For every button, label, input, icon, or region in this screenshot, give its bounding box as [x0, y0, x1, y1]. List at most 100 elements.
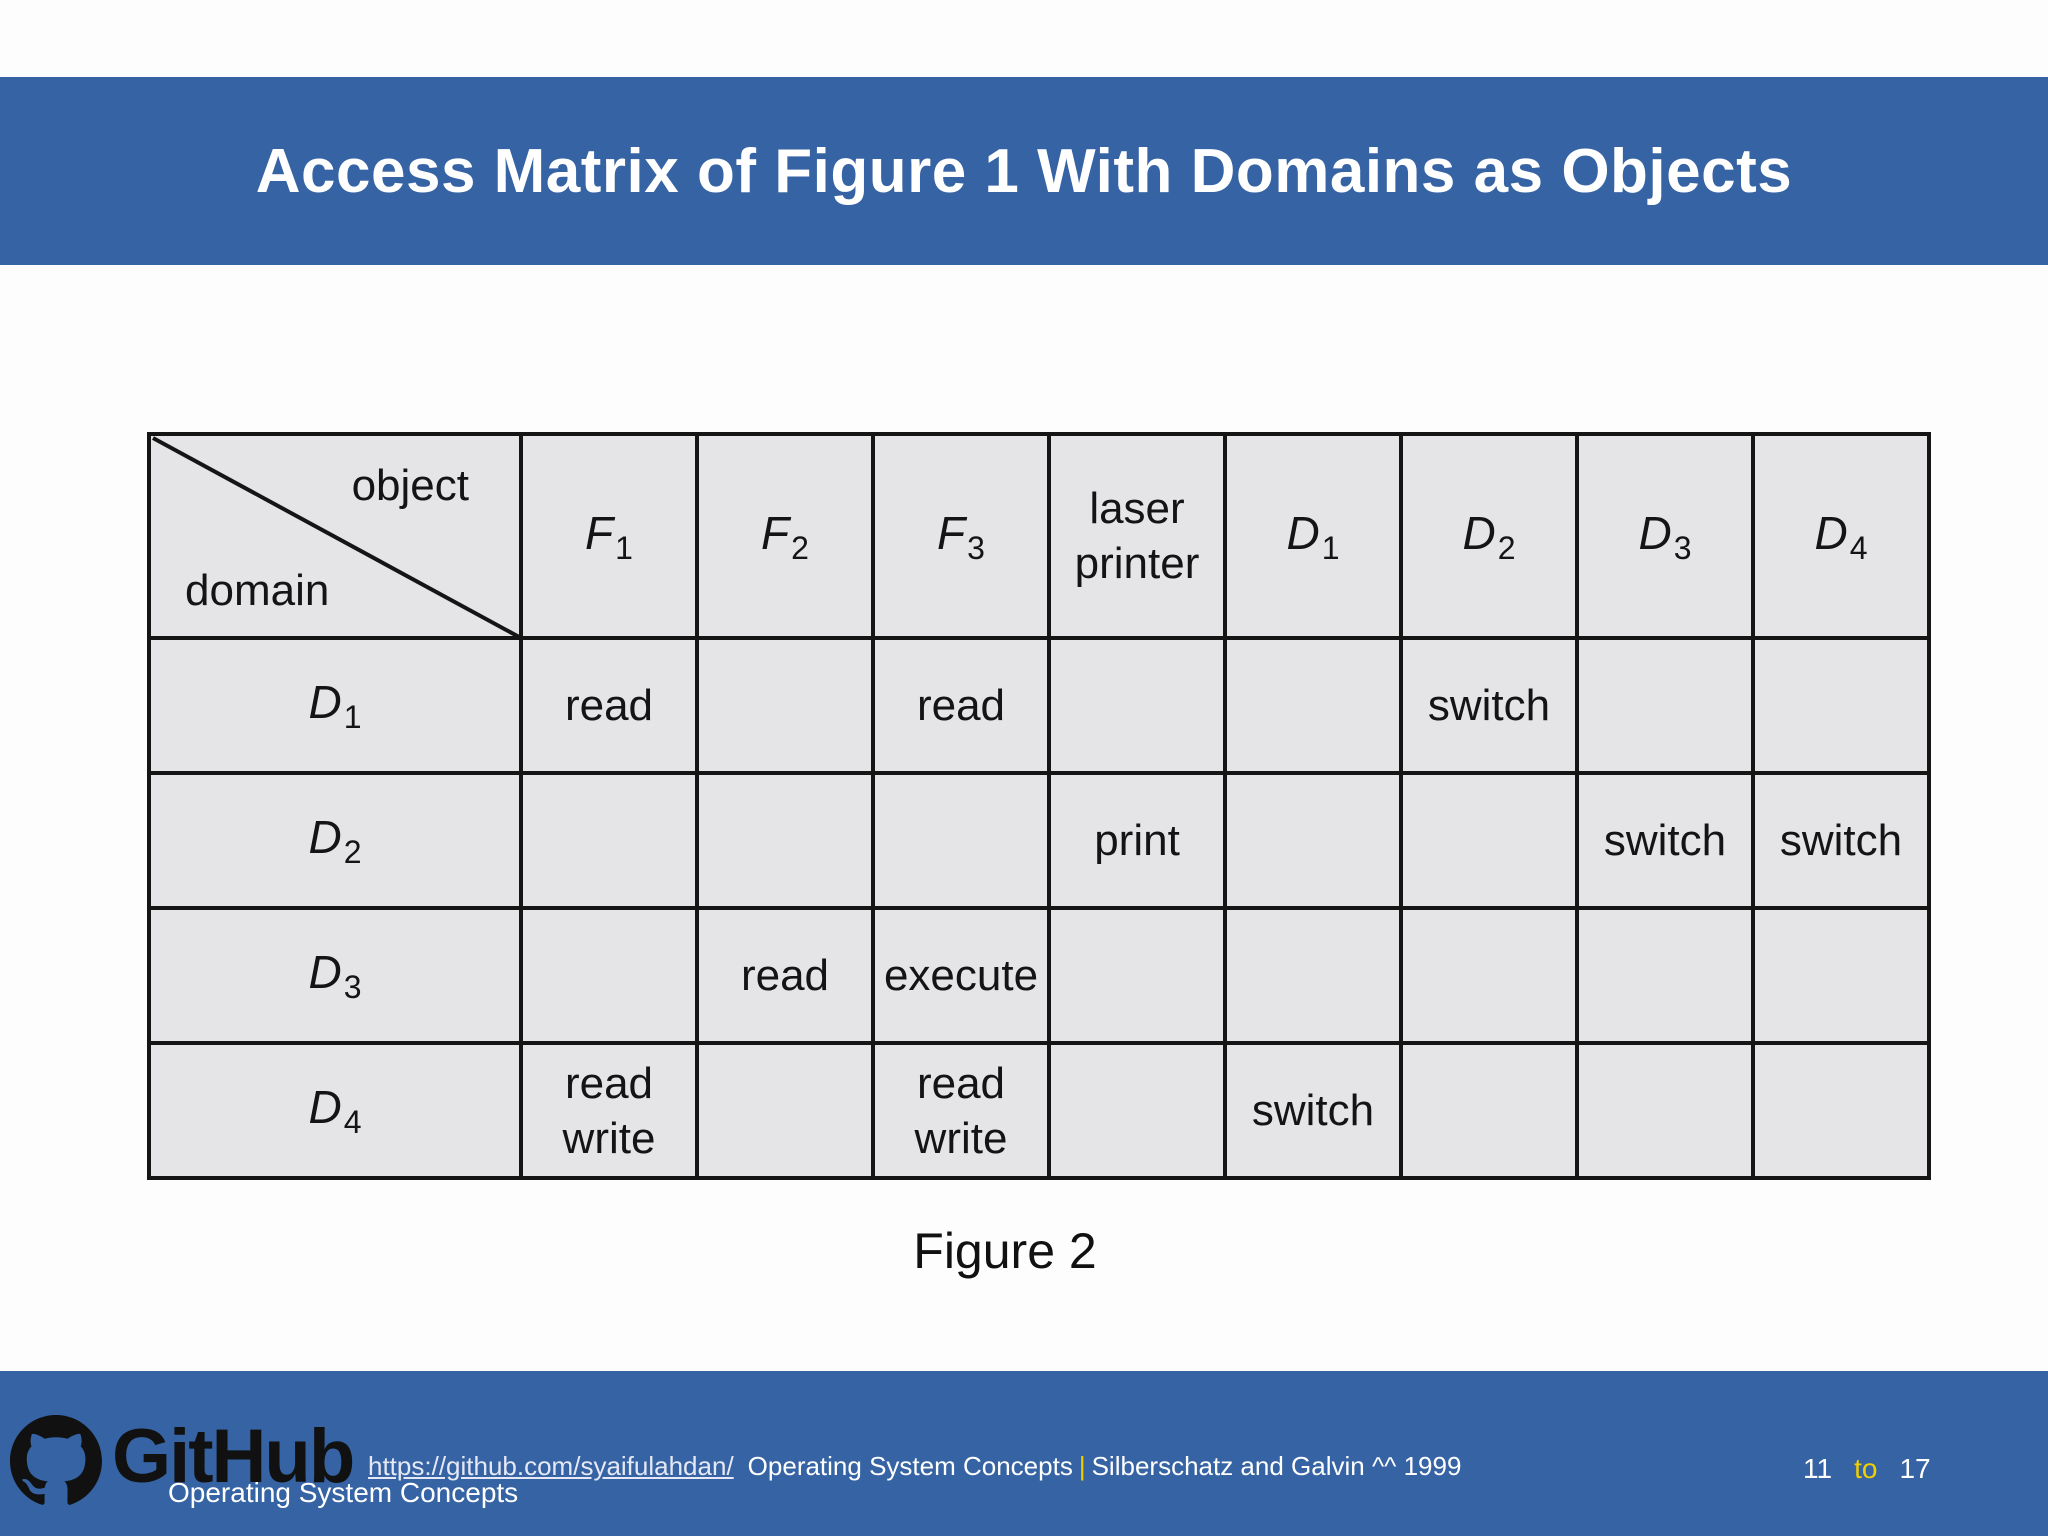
github-link[interactable]: https://github.com/syaifulahdan/ [368, 1451, 734, 1481]
matrix-cell [1575, 636, 1755, 775]
matrix-cell [1575, 906, 1755, 1045]
column-label-line: printer [1074, 539, 1200, 588]
row-symbol: D3 [308, 946, 361, 1005]
matrix-cell [1399, 1041, 1579, 1180]
slide-counter: 11 to 17 [1803, 1453, 1931, 1485]
access-right: switch [1251, 1086, 1375, 1135]
column-symbol-subscript: 4 [1849, 529, 1868, 566]
column-symbol-subscript: 2 [1497, 529, 1516, 566]
row-symbol-subscript: 3 [343, 969, 362, 1005]
access-right: switch [1427, 681, 1551, 730]
matrix-cell [1047, 636, 1227, 775]
matrix-cell: read [871, 636, 1051, 775]
footer-subtitle: Operating System Concepts [168, 1477, 519, 1508]
matrix-cell [519, 771, 699, 910]
row-symbol-subscript: 1 [343, 699, 362, 735]
column-header: F3 [871, 432, 1051, 640]
matrix-cell [695, 1041, 875, 1180]
column-header: F1 [519, 432, 699, 640]
row-header: D2 [147, 771, 523, 910]
access-right: write [914, 1113, 1008, 1163]
row-symbol: D4 [308, 1081, 361, 1140]
row-header: D1 [147, 636, 523, 775]
page-to: to [1854, 1453, 1878, 1484]
column-symbol-subscript: 3 [1673, 529, 1692, 566]
page-title: Access Matrix of Figure 1 With Domains a… [255, 136, 1793, 206]
matrix-row: D1 read read switch [147, 636, 1931, 775]
row-symbol: D1 [308, 676, 361, 735]
row-symbol-subscript: 2 [343, 834, 362, 870]
page-total: 17 [1899, 1453, 1931, 1484]
column-symbol: F3 [937, 506, 985, 566]
footer-credits: https://github.com/syaifulahdan/Operatin… [368, 1451, 1461, 1482]
column-header: D3 [1575, 432, 1755, 640]
column-symbol: D4 [1814, 506, 1867, 566]
column-header: D2 [1399, 432, 1579, 640]
column-symbol-letter: D [1286, 506, 1320, 559]
matrix-cell [1575, 1041, 1755, 1180]
matrix-cell: print [1047, 771, 1227, 910]
column-symbol-subscript: 1 [615, 529, 633, 566]
row-symbol-letter: D [308, 1081, 342, 1133]
column-symbol: D3 [1638, 506, 1691, 566]
footer-course: Operating System Concepts [747, 1451, 1073, 1481]
row-header: D4 [147, 1041, 523, 1180]
matrix-cell [695, 636, 875, 775]
column-symbol-letter: D [1462, 506, 1496, 559]
column-symbol-letter: F [585, 506, 614, 559]
github-octocat-icon [10, 1415, 102, 1505]
matrix-cell: switch [1399, 636, 1579, 775]
column-header: laser printer [1047, 432, 1227, 640]
column-symbol-subscript: 1 [1321, 529, 1340, 566]
matrix-cell [871, 771, 1051, 910]
matrix-cell [1047, 906, 1227, 1045]
column-symbol: F1 [585, 506, 633, 566]
access-right: switch [1603, 816, 1727, 865]
column-symbol-subscript: 3 [967, 529, 985, 566]
matrix-cell [1223, 906, 1403, 1045]
corner-diagonal-line [152, 436, 522, 640]
row-symbol-letter: D [308, 676, 342, 728]
matrix-cell: execute [871, 906, 1051, 1045]
matrix-cell: switch [1223, 1041, 1403, 1180]
column-symbol: F2 [761, 506, 809, 566]
figure-caption: Figure 2 [913, 1223, 1097, 1279]
matrix-cell [1399, 771, 1579, 910]
access-right: read [564, 681, 654, 730]
access-right: read [916, 681, 1006, 730]
matrix-cell: read [695, 906, 875, 1045]
matrix-cell: switch [1751, 771, 1931, 910]
row-symbol-letter: D [308, 946, 342, 998]
row-symbol-subscript: 4 [343, 1104, 362, 1140]
page-current: 11 [1803, 1453, 1833, 1484]
access-right: execute [883, 951, 1039, 1000]
column-header: F2 [695, 432, 875, 640]
matrix-cell [1751, 1041, 1931, 1180]
column-symbol-letter: D [1814, 506, 1848, 559]
column-symbol-letter: F [761, 506, 790, 559]
column-symbol-letter: D [1638, 506, 1672, 559]
github-logo-text: GitHub [112, 1414, 355, 1499]
matrix-cell [1047, 1041, 1227, 1180]
column-symbol-letter: F [937, 506, 966, 559]
access-right: read [564, 1058, 654, 1108]
access-right: print [1094, 816, 1180, 865]
column-header: D1 [1223, 432, 1403, 640]
footer-authors: Silberschatz and Galvin ^^ 1999 [1091, 1451, 1462, 1481]
matrix-cell [1223, 771, 1403, 910]
column-header: D4 [1751, 432, 1931, 640]
column-label-line: laser [1089, 484, 1185, 533]
object-axis-label: object [351, 461, 469, 510]
matrix-cell [1751, 906, 1931, 1045]
row-symbol: D2 [308, 811, 361, 870]
matrix-cell [1751, 636, 1931, 775]
access-right: read [740, 951, 830, 1000]
matrix-row: D2 print switch switch [147, 771, 1931, 910]
column-symbol: D2 [1462, 506, 1515, 566]
